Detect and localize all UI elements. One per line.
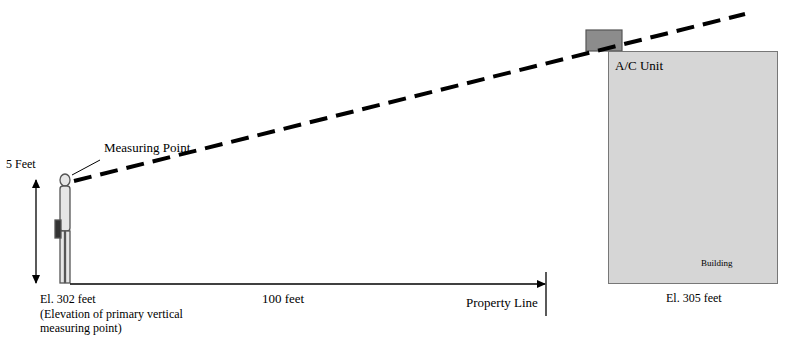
building-label: Building [701, 258, 733, 268]
dimension-label: 5 Feet [6, 158, 36, 172]
leader-line [72, 160, 100, 175]
person-figure [55, 174, 70, 283]
building-box: A/C UnitBuilding [608, 51, 778, 284]
property-line [545, 272, 546, 316]
distance-dimension [70, 283, 545, 284]
elevation-label: El. 302 feet [40, 293, 96, 307]
elevation-label: El. 305 feet [666, 292, 722, 306]
dimension-label: 100 feet [262, 292, 304, 307]
note-label: (Elevation of primary vertical measuring… [40, 308, 205, 336]
height-dimension [35, 180, 36, 283]
boundary-label: Property Line [466, 296, 538, 311]
callout-label: Measuring Point [104, 141, 190, 156]
unit-label: A/C Unit [615, 58, 663, 74]
